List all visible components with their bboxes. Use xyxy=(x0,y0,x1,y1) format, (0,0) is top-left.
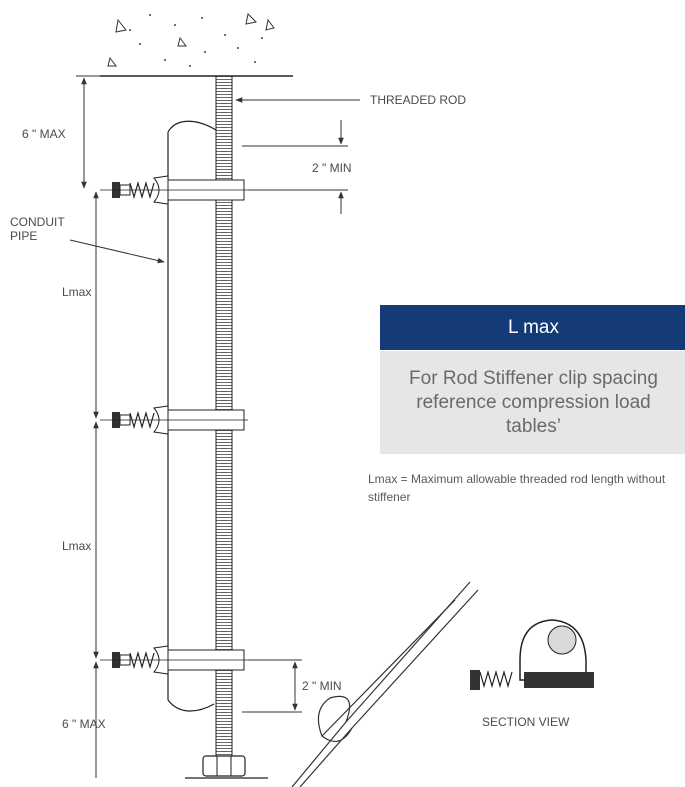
bottom-max-label: 6 " MAX xyxy=(62,717,106,731)
lmax-lower-label: Lmax xyxy=(62,539,91,553)
conduit-label-line2: PIPE xyxy=(10,229,37,243)
lmax-header: L max xyxy=(380,305,685,350)
lmax-upper-label: Lmax xyxy=(62,285,91,299)
rod-stiffener-clip-top xyxy=(100,175,248,205)
top-max-label: 6 " MAX xyxy=(22,127,66,141)
lmax-definition-note: Lmax = Maximum allowable threaded rod le… xyxy=(368,472,666,504)
threaded-rod-label: THREADED ROD xyxy=(370,93,466,107)
dimension-lines-right xyxy=(69,97,360,713)
dimension-lines-left xyxy=(76,75,100,778)
rod-stiffener-clip-middle xyxy=(100,405,248,435)
concrete-ceiling xyxy=(100,12,293,77)
rod-stiffener-clip-bottom xyxy=(100,645,248,675)
bottom-min-label: 2 " MIN xyxy=(302,679,342,693)
lmax-description: For Rod Stiffener clip spacing reference… xyxy=(380,351,685,454)
conduit-label-line1: CONDUIT xyxy=(10,215,65,229)
section-view-label: SECTION VIEW xyxy=(482,715,570,729)
clip-section-icon xyxy=(470,619,594,690)
top-min-label: 2 " MIN xyxy=(312,161,352,175)
clip-detail-callout xyxy=(291,581,479,787)
hex-nut xyxy=(185,755,268,779)
